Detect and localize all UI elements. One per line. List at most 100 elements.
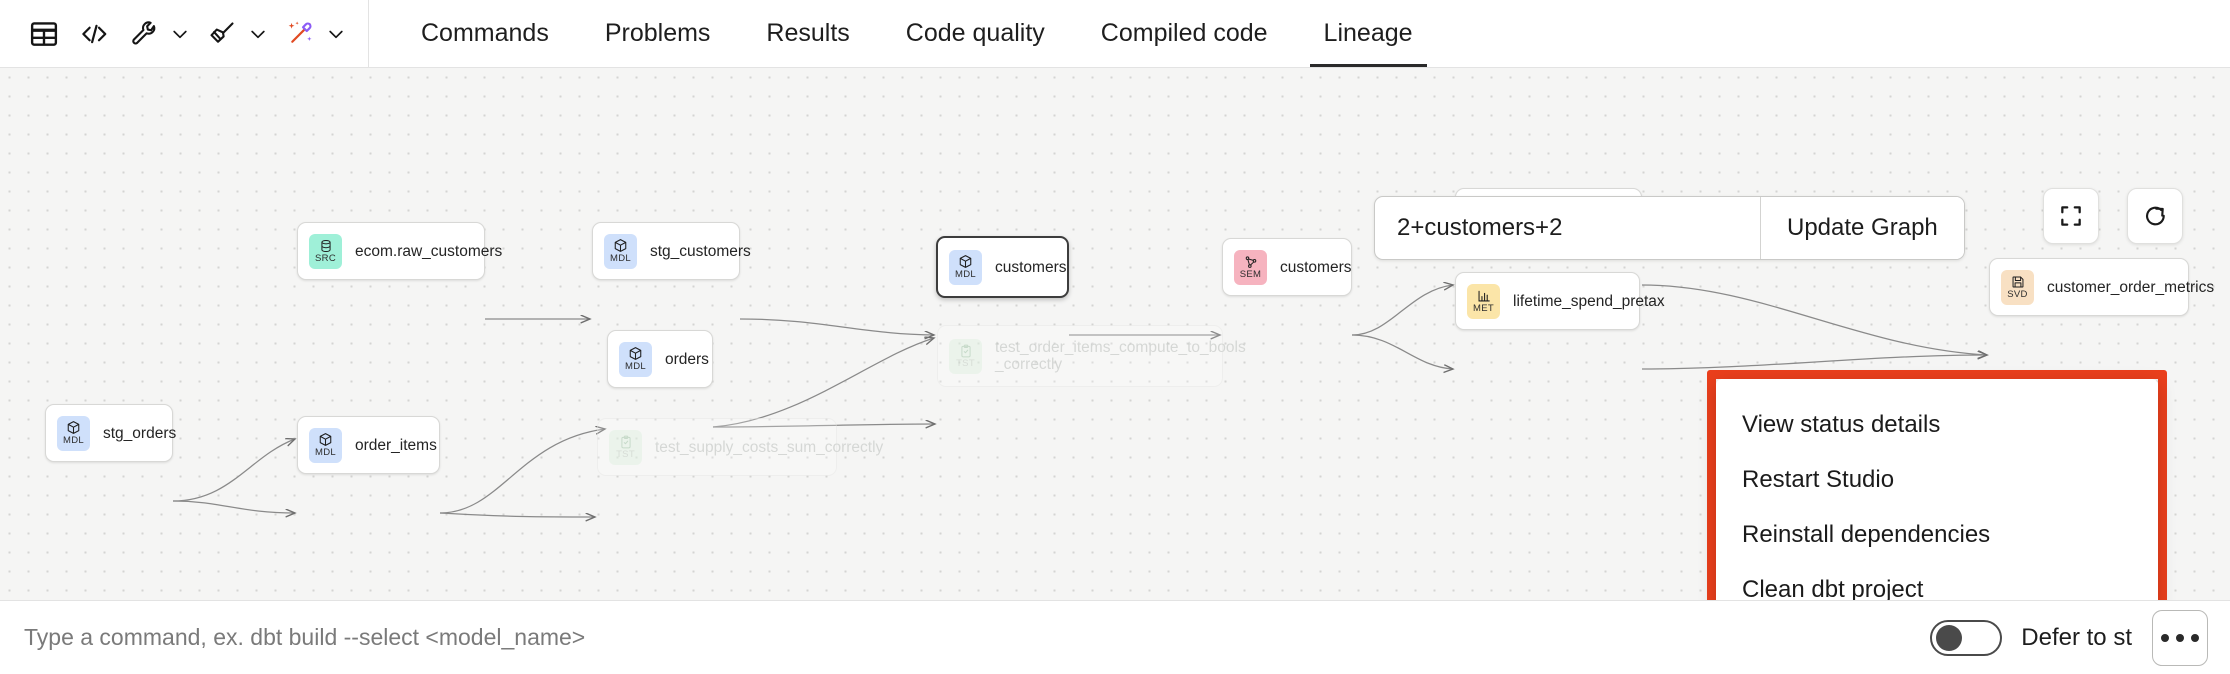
node-kind-label: SVD xyxy=(2007,289,2028,300)
node-label: test_supply_costs_sum_correctly xyxy=(655,438,884,456)
tab-label: Code quality xyxy=(905,19,1045,47)
update-graph-button[interactable]: Update Graph xyxy=(1760,197,1964,259)
node-label: stg_customers xyxy=(650,242,751,260)
node-kind-badge-svd: SVD xyxy=(2001,269,2034,305)
tab-code-quality[interactable]: Code quality xyxy=(878,0,1073,67)
node-kind-label: MDL xyxy=(625,361,646,372)
lineage-node-customers-model[interactable]: MDL customers xyxy=(936,236,1069,298)
node-label: orders xyxy=(665,350,709,368)
clipboard-check-icon xyxy=(619,434,633,449)
node-label: ecom.raw_customers xyxy=(355,242,503,260)
top-toolbar: Commands Problems Results Code quality C… xyxy=(0,0,2230,68)
node-label: order_items xyxy=(355,436,437,454)
node-kind-badge-met: MET xyxy=(1467,283,1500,319)
fullscreen-icon[interactable] xyxy=(2043,188,2099,244)
node-kind-badge-mdl: MDL xyxy=(619,341,652,377)
node-kind-badge-mdl: MDL xyxy=(57,415,90,451)
lineage-node-order-items[interactable]: MDL order_items xyxy=(297,416,440,474)
chevron-down-icon-magic[interactable] xyxy=(322,14,350,54)
menu-item-label: View status details xyxy=(1742,410,1941,438)
update-graph-label: Update Graph xyxy=(1787,214,1938,241)
graph-select-input[interactable] xyxy=(1375,197,1760,259)
lineage-node-customers-semantic[interactable]: SEM customers xyxy=(1222,238,1352,296)
defer-toggle[interactable] xyxy=(1930,619,2003,656)
graph-icon xyxy=(1244,254,1258,269)
tab-compiled-code[interactable]: Compiled code xyxy=(1073,0,1296,67)
chevron-down-icon-broom[interactable] xyxy=(244,14,272,54)
lineage-node-ecom-raw-customers[interactable]: SRC ecom.raw_customers xyxy=(297,222,502,280)
menu-item-reinstall-dependencies[interactable]: Reinstall dependencies xyxy=(1716,507,2158,562)
code-view-icon[interactable] xyxy=(72,12,116,56)
cube-icon xyxy=(318,432,333,447)
panel-tabs: Commands Problems Results Code quality C… xyxy=(369,0,1441,67)
node-label: lifetime_spend_pretax xyxy=(1513,292,1665,310)
lineage-node-test-order-items[interactable]: TST test_order_items_compute_to_bools _c… xyxy=(937,325,1246,387)
refresh-icon[interactable] xyxy=(2127,188,2183,244)
command-bar: Defer to st xyxy=(0,600,2230,674)
toggle-knob xyxy=(1936,624,1963,651)
tab-label: Results xyxy=(766,19,850,47)
lineage-node-orders[interactable]: MDL orders xyxy=(607,330,713,388)
defer-control: Defer to st xyxy=(1930,619,2132,656)
table-view-icon[interactable] xyxy=(22,12,66,56)
lineage-node-lifetime-spend-pretax[interactable]: MET lifetime_spend_pretax xyxy=(1455,272,1665,330)
cube-icon xyxy=(958,254,973,269)
graph-search-bar: Update Graph xyxy=(1374,196,1965,260)
cube-icon xyxy=(628,346,643,361)
node-kind-label: MDL xyxy=(955,269,976,280)
studio-context-menu: View status details Restart Studio Reins… xyxy=(1716,379,2158,600)
node-kind-badge-tst: TST xyxy=(949,338,982,374)
editor-tool-group xyxy=(0,0,369,67)
node-kind-label: MDL xyxy=(610,253,631,264)
tab-lineage[interactable]: Lineage xyxy=(1296,0,1441,67)
tab-label: Lineage xyxy=(1323,19,1413,47)
node-kind-label: MET xyxy=(1473,303,1494,314)
node-label: stg_orders xyxy=(103,424,177,442)
bar-chart-icon xyxy=(1477,288,1491,303)
node-kind-label: SRC xyxy=(315,253,336,264)
database-icon xyxy=(319,238,333,253)
cube-icon xyxy=(613,238,628,253)
lineage-node-stg-customers[interactable]: MDL stg_customers xyxy=(592,222,751,280)
node-kind-label: MDL xyxy=(63,435,84,446)
tab-label: Problems xyxy=(604,19,711,47)
wrench-icon[interactable] xyxy=(122,12,166,56)
lineage-node-test-supply-costs[interactable]: TST test_supply_costs_sum_correctly xyxy=(597,418,883,476)
ellipsis-icon[interactable] xyxy=(2152,609,2208,666)
tab-label: Commands xyxy=(421,19,549,47)
tab-commands[interactable]: Commands xyxy=(393,0,577,67)
node-label: customers xyxy=(995,258,1067,276)
menu-item-clean-dbt-project[interactable]: Clean dbt project xyxy=(1716,562,2158,601)
node-kind-label: TST xyxy=(616,449,635,460)
menu-item-view-status-details[interactable]: View status details xyxy=(1716,397,2158,452)
node-kind-badge-sem: SEM xyxy=(1234,249,1267,285)
cube-icon xyxy=(66,420,81,435)
chevron-down-icon-wrench[interactable] xyxy=(166,14,194,54)
node-kind-badge-mdl: MDL xyxy=(604,233,637,269)
defer-label: Defer to st xyxy=(2021,623,2132,651)
menu-item-label: Restart Studio xyxy=(1742,465,1895,493)
magic-wand-icon[interactable] xyxy=(278,12,322,56)
node-kind-label: TST xyxy=(956,358,975,369)
node-label: test_order_items_compute_to_bools _corre… xyxy=(995,339,1246,373)
command-input[interactable] xyxy=(24,601,1911,674)
node-kind-badge-src: SRC xyxy=(309,233,342,269)
dot xyxy=(2161,633,2169,642)
tab-results[interactable]: Results xyxy=(738,0,877,67)
node-kind-badge-mdl: MDL xyxy=(309,427,342,463)
save-icon xyxy=(2011,274,2025,289)
node-kind-label: SEM xyxy=(1239,269,1262,280)
menu-item-restart-studio[interactable]: Restart Studio xyxy=(1716,452,2158,507)
node-kind-badge-tst: TST xyxy=(609,429,642,465)
lineage-canvas[interactable]: MDL stg_orders SRC ecom.raw_customers MD… xyxy=(0,68,2230,600)
node-label: customers xyxy=(1280,258,1352,276)
node-label: customer_order_metrics xyxy=(2047,278,2215,296)
tab-problems[interactable]: Problems xyxy=(577,0,739,67)
dot xyxy=(2176,633,2184,642)
broom-icon[interactable] xyxy=(200,12,244,56)
lineage-node-stg-orders[interactable]: MDL stg_orders xyxy=(45,404,177,462)
lineage-node-customer-order-metrics[interactable]: SVD customer_order_metrics xyxy=(1989,258,2214,316)
clipboard-check-icon xyxy=(959,343,973,358)
menu-item-label: Reinstall dependencies xyxy=(1742,520,1991,548)
